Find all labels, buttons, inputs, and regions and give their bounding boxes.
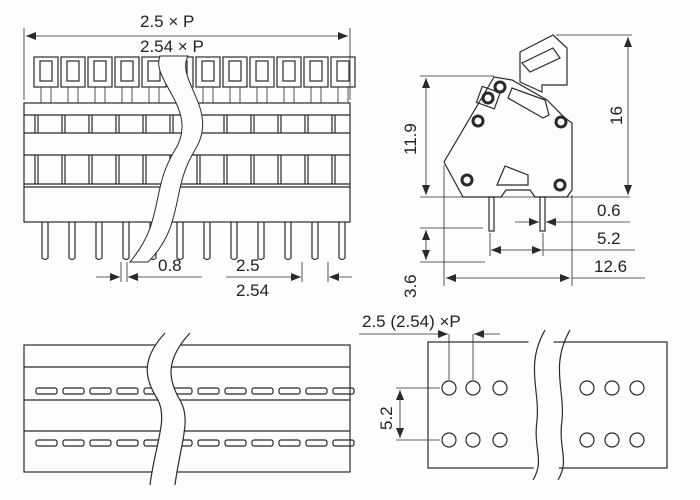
pcb-hole	[579, 380, 595, 396]
socket-opening	[228, 60, 242, 82]
socket-stem	[256, 86, 268, 104]
slot	[197, 439, 220, 447]
socket-opening	[120, 60, 134, 82]
socket-stem	[202, 86, 214, 104]
slot	[278, 439, 301, 447]
slot	[89, 439, 112, 447]
socket-stem	[310, 86, 322, 104]
slot	[224, 439, 247, 447]
slot	[305, 387, 328, 395]
socket-opening	[201, 60, 215, 82]
socket-stem	[229, 86, 241, 104]
slot	[35, 439, 58, 447]
socket-stem	[283, 86, 295, 104]
width-label-2.54: 2.54 × P	[140, 37, 204, 56]
depth-label: 12.6	[594, 257, 627, 276]
pcb-hole	[629, 380, 645, 396]
pin-length-label: 3.6	[401, 274, 420, 298]
slot	[224, 387, 247, 395]
top-view	[23, 332, 355, 486]
socket-opening	[255, 60, 269, 82]
break-line	[128, 55, 204, 263]
slot	[251, 387, 274, 395]
socket-opening	[66, 60, 80, 82]
socket-opening	[93, 60, 107, 82]
slot	[62, 439, 85, 447]
pcb-hole	[441, 380, 457, 396]
socket-opening	[282, 60, 296, 82]
pcb-pitch-label: 2.5 (2.54) ×P	[362, 312, 461, 331]
pcb-holes	[441, 380, 645, 448]
total-height-label: 16	[607, 106, 626, 125]
socket-stem	[67, 86, 79, 104]
side-view: 11.9 16 0.6 5.2 12.6 3.6	[401, 34, 645, 298]
pcb-hole	[492, 380, 508, 396]
lever	[519, 34, 568, 93]
pin	[230, 222, 238, 261]
pcb-hole	[492, 432, 508, 448]
slot	[116, 439, 139, 447]
pin-thickness-label: 0.6	[597, 201, 621, 220]
pitch-label-2.5: 2.5	[236, 256, 260, 275]
slot	[251, 439, 274, 447]
pin-2	[539, 196, 546, 232]
pin	[41, 222, 49, 261]
slot	[278, 387, 301, 395]
front-view: 2.5 × P 2.54 × P 0.8 2.5 2.54	[23, 12, 356, 300]
pin-spacing-label: 5.2	[597, 229, 621, 248]
side-body	[443, 76, 573, 198]
slot	[62, 387, 85, 395]
pin	[338, 222, 346, 261]
pin	[176, 222, 184, 261]
release-slot	[496, 165, 529, 186]
socket-opening	[336, 60, 350, 82]
pcb-hole	[579, 432, 595, 448]
pin	[122, 222, 130, 261]
pin	[257, 222, 265, 261]
slot	[332, 387, 355, 395]
pcb-hole	[465, 380, 481, 396]
slot	[197, 387, 220, 395]
test-port	[475, 85, 501, 110]
pcb-hole	[441, 432, 457, 448]
slot	[89, 387, 112, 395]
pitch-label-2.54: 2.54	[236, 281, 269, 300]
pin	[95, 222, 103, 261]
slot	[116, 387, 139, 395]
pin	[68, 222, 76, 261]
socket-stem	[94, 86, 106, 104]
body-height-label: 11.9	[401, 123, 420, 155]
socket-opening	[309, 60, 323, 82]
pcb-hole	[629, 432, 645, 448]
width-label-2.5: 2.5 × P	[140, 12, 194, 31]
pcb-layout-view: 2.5 (2.54) ×P 5.2	[359, 312, 668, 481]
socket-stem	[148, 86, 160, 104]
pcb-hole	[604, 432, 620, 448]
pcb-hole	[465, 432, 481, 448]
pin-1	[488, 196, 495, 232]
socket-opening	[39, 60, 53, 82]
slot-rows	[35, 387, 355, 447]
socket-stem	[40, 86, 52, 104]
pin	[203, 222, 211, 261]
row-spacing-label: 5.2	[377, 406, 396, 430]
socket-opening	[147, 60, 161, 82]
socket-stem	[337, 86, 349, 104]
rivet-holes	[460, 80, 568, 192]
pin-row	[41, 222, 346, 261]
slot	[305, 439, 328, 447]
slot	[332, 439, 355, 447]
pin	[284, 222, 292, 261]
slot	[35, 387, 58, 395]
socket-stem	[121, 86, 133, 104]
pcb-hole	[604, 380, 620, 396]
pin	[311, 222, 319, 261]
pin-width-label: 0.8	[158, 256, 182, 275]
